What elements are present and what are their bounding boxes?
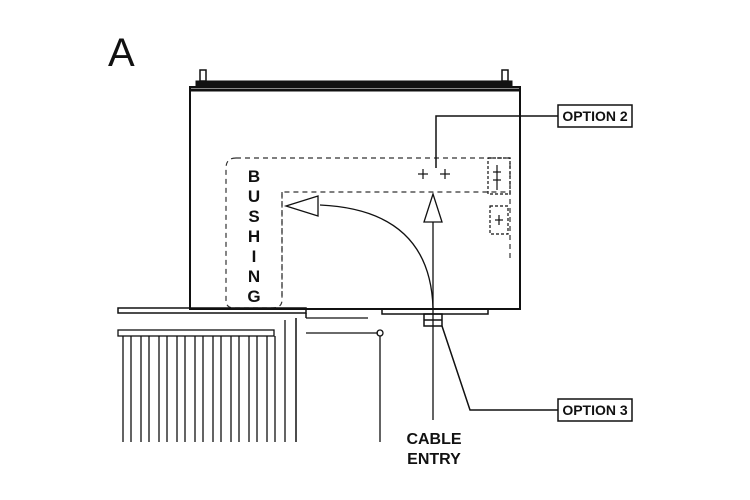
bushing-letter: S [248, 207, 259, 226]
radiator-fins [117, 320, 286, 442]
enclosure [189, 69, 521, 310]
mounting-points [418, 169, 450, 179]
cable-entry-label-line1: CABLE [406, 431, 461, 448]
bushing-letter: G [247, 287, 260, 306]
cable-channel [225, 157, 511, 309]
cable-gland [381, 308, 489, 327]
bushing-label: B U S H I N G [247, 167, 260, 306]
bushing-detail-right [487, 157, 511, 235]
option-3-callout: OPTION 3 [441, 325, 633, 422]
option-2-callout: OPTION 2 [435, 104, 633, 168]
base-rail [117, 307, 384, 442]
bushing-letter: I [252, 247, 257, 266]
bushing-letter: U [248, 187, 260, 206]
option-2-label: OPTION 2 [562, 108, 628, 124]
bushing-letter: B [248, 167, 260, 186]
bushing-letter: N [248, 267, 260, 286]
bushing-letter: H [248, 227, 260, 246]
up-arrow [423, 191, 443, 420]
curved-arrow [283, 195, 434, 309]
cable-entry-label-line2: ENTRY [407, 451, 461, 468]
option-3-label: OPTION 3 [562, 402, 628, 418]
figure-letter: A [108, 31, 135, 75]
